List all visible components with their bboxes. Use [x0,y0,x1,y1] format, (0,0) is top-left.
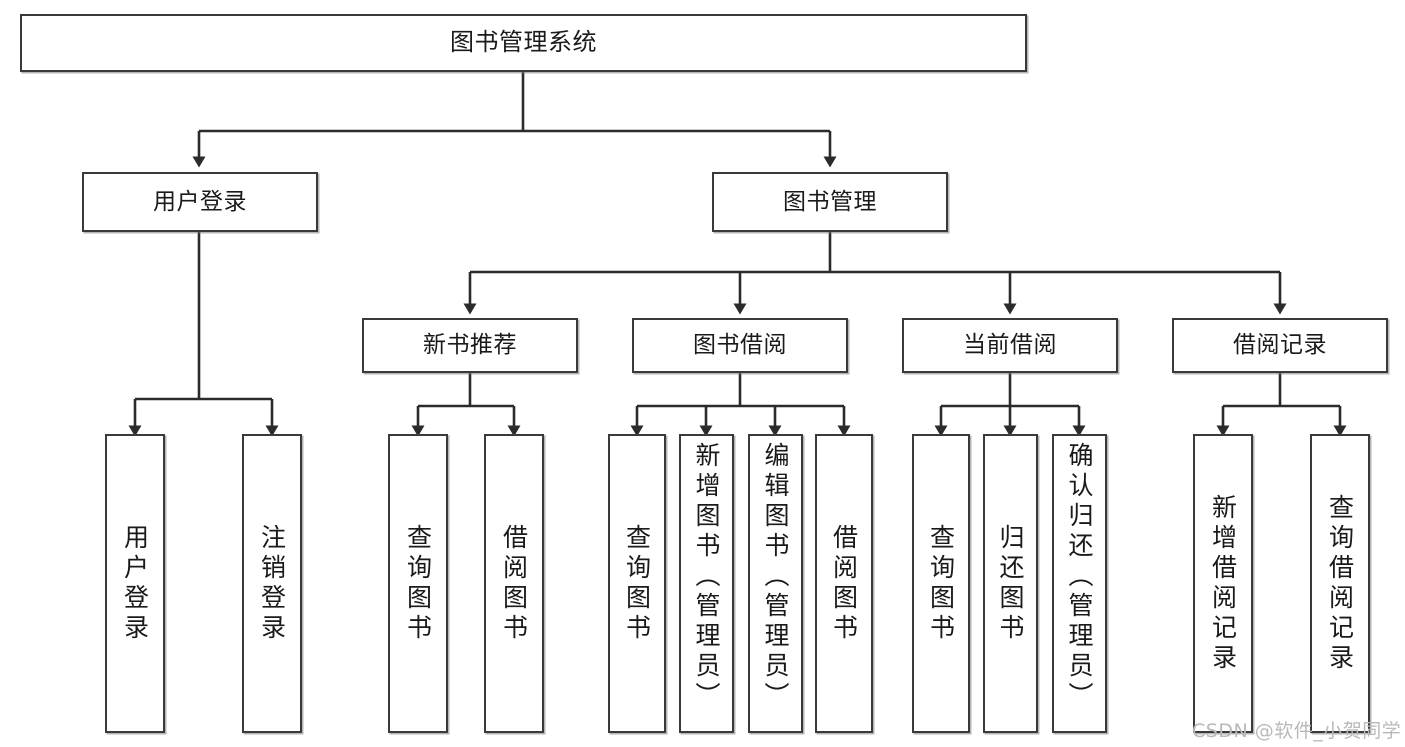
node-leaf-record-add[interactable]: 新增借阅记录 [1193,434,1253,733]
node-label: 用户登录 [153,188,247,215]
node-label: 当前借阅 [963,332,1057,359]
node-label: 借阅图书 [499,523,529,644]
node-leaf-borrow-query-book[interactable]: 查询图书 [608,434,666,733]
node-leaf-current-query-book[interactable]: 查询图书 [912,434,970,733]
node-current-borrow[interactable]: 当前借阅 [902,318,1118,373]
node-borrow-record[interactable]: 借阅记录 [1172,318,1388,373]
node-label: 查询借阅记录 [1325,493,1355,674]
node-leaf-current-confirm-return[interactable]: 确认归还（管理员） [1052,434,1107,733]
node-root-book-management-system[interactable]: 图书管理系统 [20,14,1027,72]
node-leaf-recommend-borrow-book[interactable]: 借阅图书 [484,434,544,733]
node-label: 用户登录 [120,523,150,644]
node-leaf-user-logout[interactable]: 注销登录 [242,434,302,733]
node-leaf-user-login[interactable]: 用户登录 [105,434,165,733]
node-label: 新书推荐 [423,332,517,359]
node-label: 编辑图书（管理员） [761,442,790,712]
node-label: 确认归还（管理员） [1065,442,1094,712]
node-label: 借阅记录 [1233,332,1327,359]
node-leaf-current-return-book[interactable]: 归还图书 [983,434,1038,733]
node-leaf-borrow-borrow-book[interactable]: 借阅图书 [815,434,873,733]
node-label: 图书管理 [783,188,877,215]
node-label: 查询图书 [622,523,652,644]
node-label: 借阅图书 [829,523,859,644]
node-label: 查询图书 [926,523,956,644]
node-user-login[interactable]: 用户登录 [82,172,318,232]
node-leaf-borrow-edit-book[interactable]: 编辑图书（管理员） [748,434,803,733]
node-label: 查询图书 [403,523,433,644]
node-label: 图书借阅 [693,332,787,359]
node-leaf-borrow-add-book[interactable]: 新增图书（管理员） [679,434,734,733]
node-leaf-record-query[interactable]: 查询借阅记录 [1310,434,1370,733]
node-label: 归还图书 [996,523,1025,644]
csdn-watermark: CSDN @软件_小贺同学 [1192,720,1402,742]
node-label: 图书管理系统 [450,28,597,57]
node-label: 新增图书（管理员） [692,442,721,712]
node-label: 注销登录 [257,523,287,644]
node-new-book-recommend[interactable]: 新书推荐 [362,318,578,373]
node-book-borrow[interactable]: 图书借阅 [632,318,848,373]
node-book-management[interactable]: 图书管理 [712,172,948,232]
node-label: 新增借阅记录 [1208,493,1238,674]
node-leaf-recommend-query-book[interactable]: 查询图书 [388,434,448,733]
